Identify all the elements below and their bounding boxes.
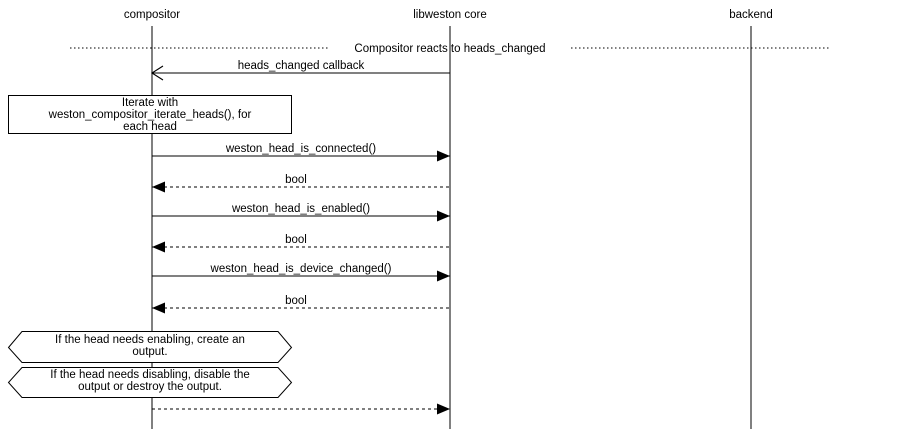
divider: Compositor reacts to heads_changed [70, 43, 830, 55]
note-line-1-1: output. [132, 346, 167, 358]
message-label-2: bool [285, 174, 307, 186]
participant-libweston-core[interactable]: libweston core [413, 9, 487, 21]
message-heads-changed-callback[interactable]: heads_changed callback [150, 60, 450, 81]
participant-label-compositor: compositor [124, 9, 180, 21]
message-weston-head-is-enabled[interactable]: weston_head_is_enabled() [152, 203, 450, 222]
arrowhead-filled-icon-6 [152, 302, 165, 314]
note-line-1-0: If the head needs enabling, create an [55, 334, 245, 346]
arrowhead-open-icon-0 [150, 65, 164, 81]
note-iterate-heads[interactable]: Iterate with weston_compositor_iterate_h… [8, 95, 292, 134]
note-condition-disable[interactable]: If the head needs disabling, disable the… [7, 367, 293, 398]
message-unlabeled-final[interactable] [152, 403, 450, 415]
participant-backend[interactable]: backend [729, 9, 772, 21]
note-line-0-2: each head [123, 121, 177, 133]
arrowhead-filled-icon-5 [437, 270, 450, 282]
message-bool-return-2[interactable]: bool [152, 234, 450, 253]
message-weston-head-is-connected[interactable]: weston_head_is_connected() [152, 143, 450, 162]
arrowhead-filled-icon-2 [152, 181, 165, 193]
note-rect-0 [8, 95, 292, 134]
message-weston-head-is-device-changed[interactable]: weston_head_is_device_changed() [152, 263, 450, 282]
note-hexagon-1 [7, 331, 293, 363]
note-line-0-0: Iterate with [122, 97, 178, 109]
note-hexagon-2 [7, 367, 293, 398]
message-label-6: bool [285, 295, 307, 307]
arrowhead-filled-icon-3 [437, 210, 450, 222]
message-bool-return-3[interactable]: bool [152, 295, 450, 314]
message-label-4: bool [285, 234, 307, 246]
note-condition-enable[interactable]: If the head needs enabling, create an ou… [7, 331, 293, 363]
message-label-1: weston_head_is_connected() [225, 143, 376, 155]
note-line-2-0: If the head needs disabling, disable the [50, 369, 249, 381]
message-label-3: weston_head_is_enabled() [231, 203, 370, 215]
participant-label-libweston-core: libweston core [413, 9, 487, 21]
message-label-5: weston_head_is_device_changed() [210, 263, 392, 275]
message-bool-return-1[interactable]: bool [152, 174, 450, 193]
divider-label: Compositor reacts to heads_changed [354, 43, 545, 55]
note-line-0-1: weston_compositor_iterate_heads(), for [48, 109, 252, 121]
participant-label-backend: backend [729, 9, 772, 21]
arrowhead-filled-icon-7 [437, 403, 450, 415]
participant-compositor[interactable]: compositor [124, 9, 180, 21]
arrowhead-filled-icon-4 [152, 241, 165, 253]
message-label-0: heads_changed callback [238, 60, 365, 72]
note-line-2-1: output or destroy the output. [78, 381, 222, 393]
arrowhead-filled-icon-1 [437, 150, 450, 162]
